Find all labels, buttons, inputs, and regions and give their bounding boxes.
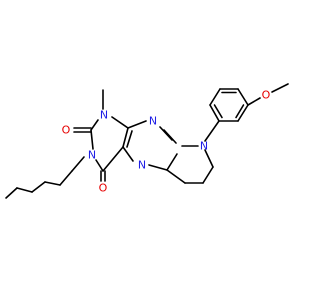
structure-svg: N N N N N O O O	[5, 83, 289, 199]
bond	[59, 170, 73, 186]
atom-label-o-methoxy: O	[262, 89, 271, 102]
bond-double-inner	[235, 104, 245, 119]
bond	[95, 159, 104, 172]
bond	[163, 129, 177, 144]
bond	[31, 181, 46, 193]
bond	[271, 83, 289, 93]
bond	[44, 181, 61, 186]
atom-label-o-carbonyl-lower: O	[99, 182, 108, 195]
bond	[209, 104, 220, 122]
bond	[127, 120, 147, 129]
bond	[166, 153, 178, 171]
bond	[204, 120, 220, 142]
bond	[71, 156, 85, 172]
bond	[166, 169, 186, 184]
bond	[202, 166, 214, 184]
bond	[247, 97, 261, 106]
atom-label-layer: N N N N N O O O	[62, 89, 271, 195]
atom-label-n-methyl: N	[100, 109, 108, 122]
bond	[16, 187, 33, 193]
bond	[204, 149, 214, 168]
bond	[159, 126, 173, 141]
bond	[90, 119, 99, 131]
bond	[148, 164, 168, 171]
bond	[122, 146, 134, 162]
bond-double-inner	[213, 104, 223, 119]
atom-label-n-imine: N	[149, 115, 157, 128]
atom-label-n-ring-fusion: N	[138, 159, 146, 172]
bond-layer	[5, 83, 289, 199]
bond	[126, 130, 133, 148]
bond	[102, 146, 124, 172]
atom-label-n-aryl: N	[200, 140, 208, 153]
molecule-diagram: N N N N N O O O	[5, 83, 289, 199]
atom-label-o-carbonyl-upper: O	[62, 124, 71, 137]
bond	[90, 129, 94, 150]
bond	[209, 88, 221, 106]
bond	[237, 104, 249, 122]
bond	[122, 127, 129, 148]
bond	[237, 88, 249, 106]
bond	[111, 116, 129, 129]
bond	[5, 187, 18, 199]
atom-label-n-heptyl: N	[88, 149, 96, 162]
